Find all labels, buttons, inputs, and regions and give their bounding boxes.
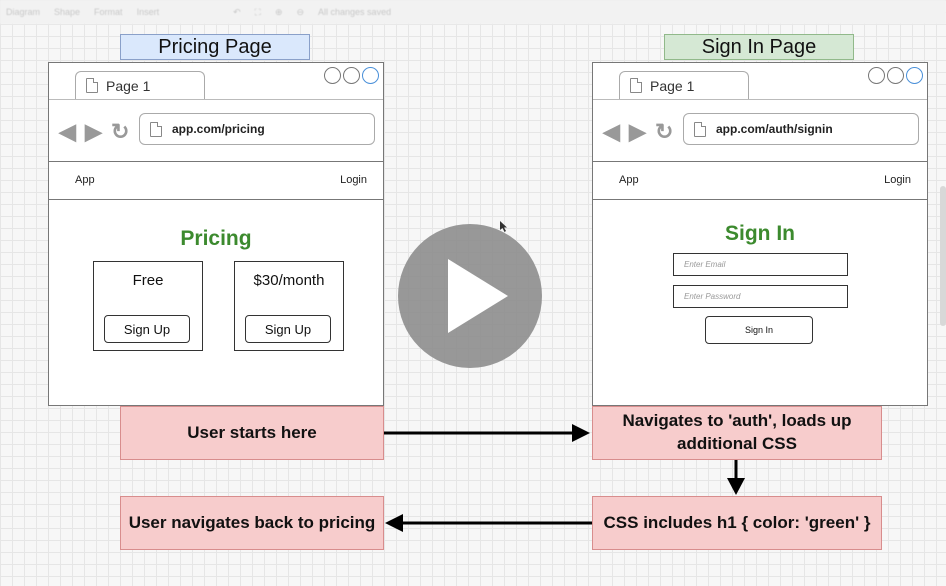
navigation-row: ◀ ▶ ↻ app.com/pricing	[49, 99, 383, 162]
toolbar-insert[interactable]: Insert	[136, 7, 160, 17]
sign-up-button[interactable]: Sign Up	[245, 315, 331, 343]
login-link[interactable]: Login	[340, 174, 367, 186]
refresh-icon[interactable]: ↻	[655, 119, 674, 144]
arrow-start-to-auth	[384, 424, 590, 442]
toolbar-diagram[interactable]: Diagram	[6, 7, 41, 17]
refresh-icon[interactable]: ↻	[111, 119, 130, 144]
page-icon	[86, 78, 98, 93]
sign-up-button[interactable]: Sign Up	[104, 315, 190, 343]
forward-arrow-icon[interactable]: ▶	[85, 119, 102, 144]
vertical-scrollbar[interactable]	[940, 186, 946, 326]
plan-name: $30/month	[253, 272, 325, 289]
plan-card-free: Free Sign Up	[93, 261, 203, 351]
maximize-icon[interactable]	[887, 67, 904, 84]
plan-name: Free	[132, 272, 164, 289]
window-controls	[324, 67, 379, 84]
minimize-icon[interactable]	[868, 67, 885, 84]
plan-card-paid: $30/month Sign Up	[234, 261, 344, 351]
pricing-heading: Pricing	[180, 227, 252, 250]
note-user-starts: User starts here	[120, 406, 384, 460]
window-controls	[868, 67, 923, 84]
navigation-row: ◀ ▶ ↻ app.com/auth/signin	[593, 99, 927, 162]
login-link[interactable]: Login	[884, 174, 911, 186]
tab-bar: Page 1	[49, 63, 383, 100]
signin-page-label: Sign In Page	[664, 34, 854, 60]
tab-label: Page 1	[650, 77, 695, 94]
url-text: app.com/auth/signin	[716, 122, 833, 136]
page-icon	[694, 121, 706, 137]
back-arrow-icon[interactable]: ◀	[603, 119, 620, 144]
pricing-browser-mockup: Page 1 ◀ ▶ ↻ app.com/pricing App Login P…	[48, 62, 384, 406]
app-header: App Login	[593, 161, 927, 200]
page-icon	[150, 121, 162, 137]
tab-label: Page 1	[106, 77, 151, 94]
toolbar-format[interactable]: Format	[94, 7, 123, 17]
editor-toolbar: Diagram Shape Format Insert ↶ ⛶ ⊕ ⊖ All …	[0, 0, 946, 24]
fullscreen-icon[interactable]: ⛶	[254, 6, 261, 17]
note-css-includes: CSS includes h1 { color: 'green' }	[592, 496, 882, 550]
app-link[interactable]: App	[75, 174, 95, 186]
browser-tab[interactable]: Page 1	[75, 71, 205, 99]
note-navigate-back: User navigates back to pricing	[120, 496, 384, 550]
signin-browser-mockup: Page 1 ◀ ▶ ↻ app.com/auth/signin App Log…	[592, 62, 928, 406]
address-bar[interactable]: app.com/pricing	[139, 113, 375, 145]
page-icon	[630, 78, 642, 93]
undo-icon[interactable]: ↶	[233, 6, 241, 17]
zoom-in-icon[interactable]: ⊕	[274, 6, 283, 17]
pricing-page-label: Pricing Page	[120, 34, 310, 60]
signin-heading: Sign In	[725, 222, 795, 245]
url-text: app.com/pricing	[172, 122, 265, 136]
forward-arrow-icon[interactable]: ▶	[629, 119, 646, 144]
sign-in-button[interactable]: Sign In	[705, 316, 813, 344]
app-link[interactable]: App	[619, 174, 639, 186]
app-header: App Login	[49, 161, 383, 200]
mouse-cursor-icon	[500, 221, 507, 232]
tab-bar: Page 1	[593, 63, 927, 100]
address-bar[interactable]: app.com/auth/signin	[683, 113, 919, 145]
arrow-auth-to-css	[727, 460, 745, 495]
close-icon[interactable]	[906, 67, 923, 84]
play-icon[interactable]	[398, 224, 542, 368]
back-arrow-icon[interactable]: ◀	[59, 119, 76, 144]
toolbar-shape[interactable]: Shape	[54, 7, 81, 17]
browser-tab[interactable]: Page 1	[619, 71, 749, 99]
password-field[interactable]: Enter Password	[673, 285, 848, 308]
minimize-icon[interactable]	[324, 67, 341, 84]
arrow-css-to-back	[385, 514, 592, 532]
note-navigates-auth: Navigates to 'auth', loads up additional…	[592, 406, 882, 460]
save-status: All changes saved	[318, 7, 392, 17]
maximize-icon[interactable]	[343, 67, 360, 84]
close-icon[interactable]	[362, 67, 379, 84]
zoom-out-icon[interactable]: ⊖	[296, 6, 305, 17]
email-field[interactable]: Enter Email	[673, 253, 848, 276]
